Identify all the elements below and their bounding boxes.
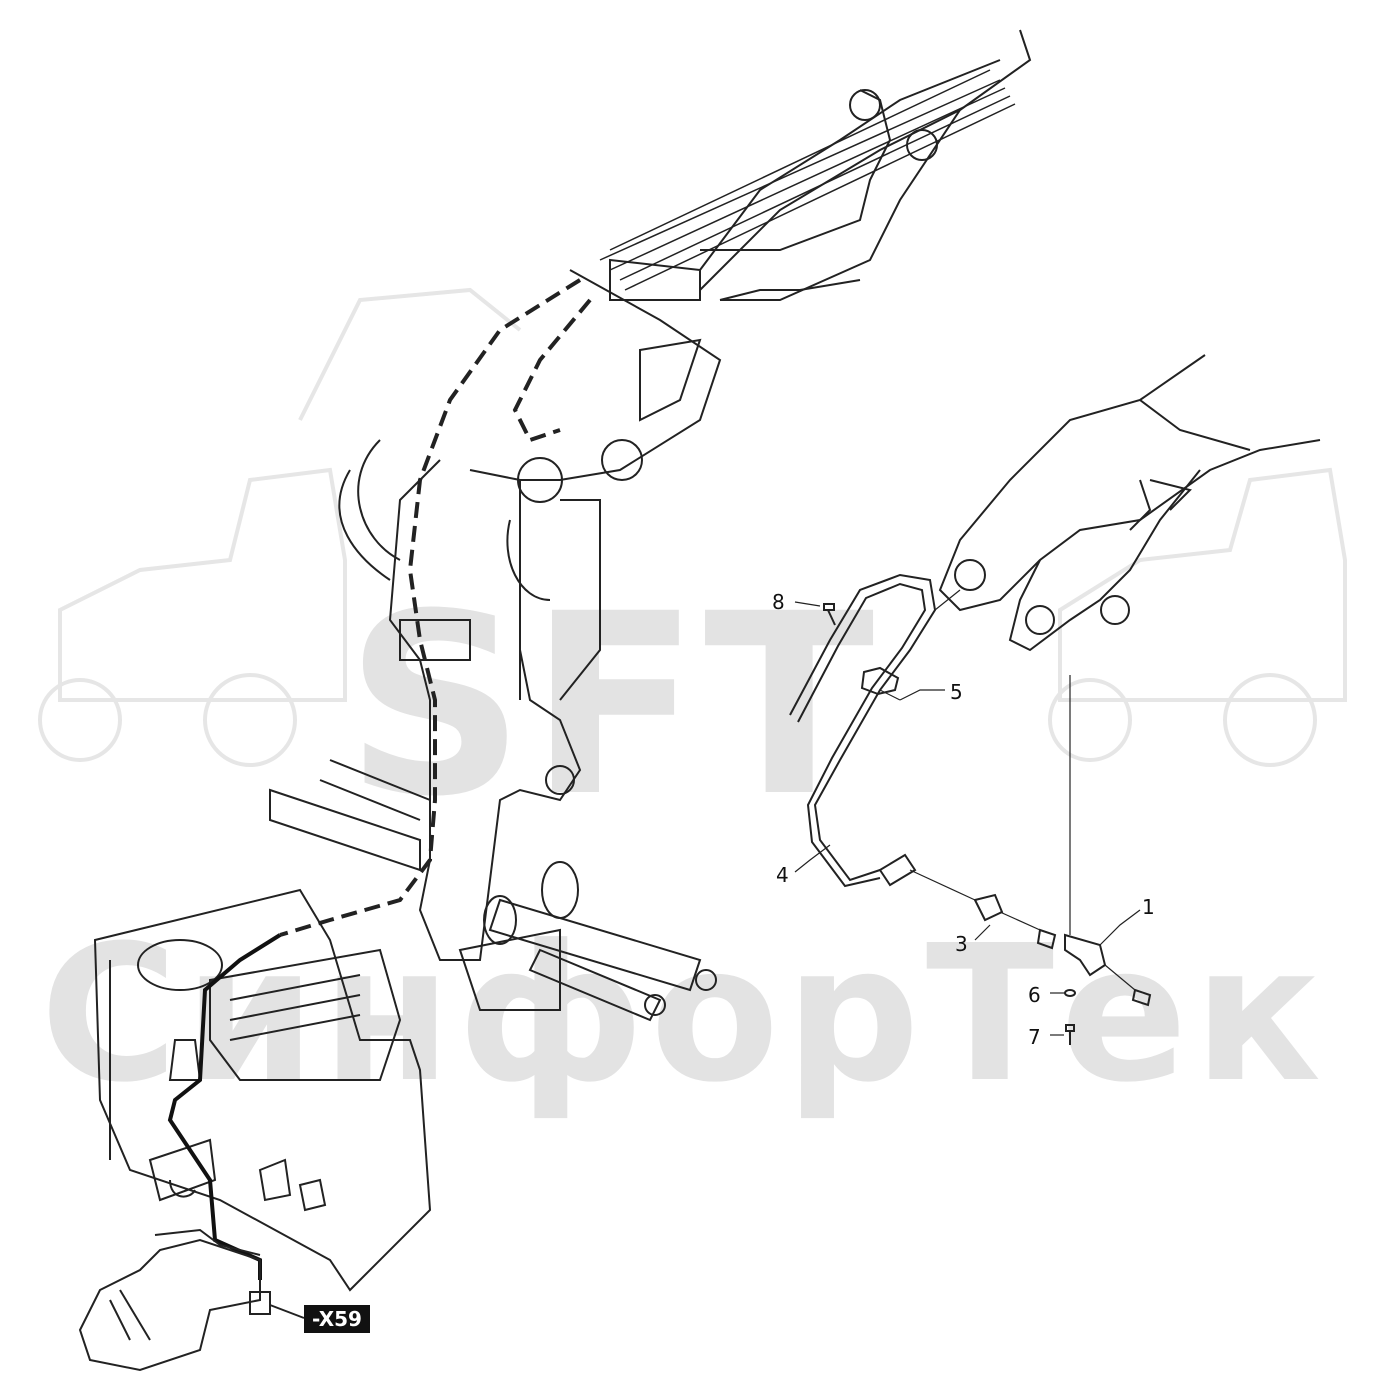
part-4-cable-guide — [789, 573, 937, 888]
base-bracket — [78, 1228, 261, 1372]
swing-post — [338, 439, 601, 961]
dipper-arm-detail — [938, 354, 1321, 652]
part-3-sensor — [973, 893, 1004, 922]
callout-6: 6 — [1028, 983, 1041, 1007]
part-6-washer — [1064, 989, 1076, 997]
boom-assembly — [517, 29, 1032, 503]
wiring-harness-dashed — [279, 278, 592, 937]
part-5-clamp — [860, 666, 900, 696]
watermark-tractor-left-icon — [38, 287, 522, 767]
callout-5: 5 — [950, 680, 963, 704]
callout-8: 8 — [772, 590, 785, 614]
connector-x59 — [249, 1291, 305, 1319]
connector-wire — [167, 933, 282, 1280]
callout-3: 3 — [955, 932, 968, 956]
callout-1: 1 — [1142, 895, 1155, 919]
swing-cylinders — [269, 759, 717, 1022]
part-7-bolt — [1065, 1024, 1075, 1045]
callout-4: 4 — [776, 863, 789, 887]
connector-x59-label: -X59 — [304, 1305, 370, 1333]
watermark-tractor-right-icon — [1048, 467, 1347, 767]
valve-frame — [93, 888, 432, 1292]
leader-lines — [794, 589, 1141, 1036]
part-8-screw — [823, 603, 836, 626]
callout-7: 7 — [1028, 1025, 1041, 1049]
part-1-bracket — [1036, 928, 1152, 1007]
hydraulic-lines — [599, 69, 1016, 291]
